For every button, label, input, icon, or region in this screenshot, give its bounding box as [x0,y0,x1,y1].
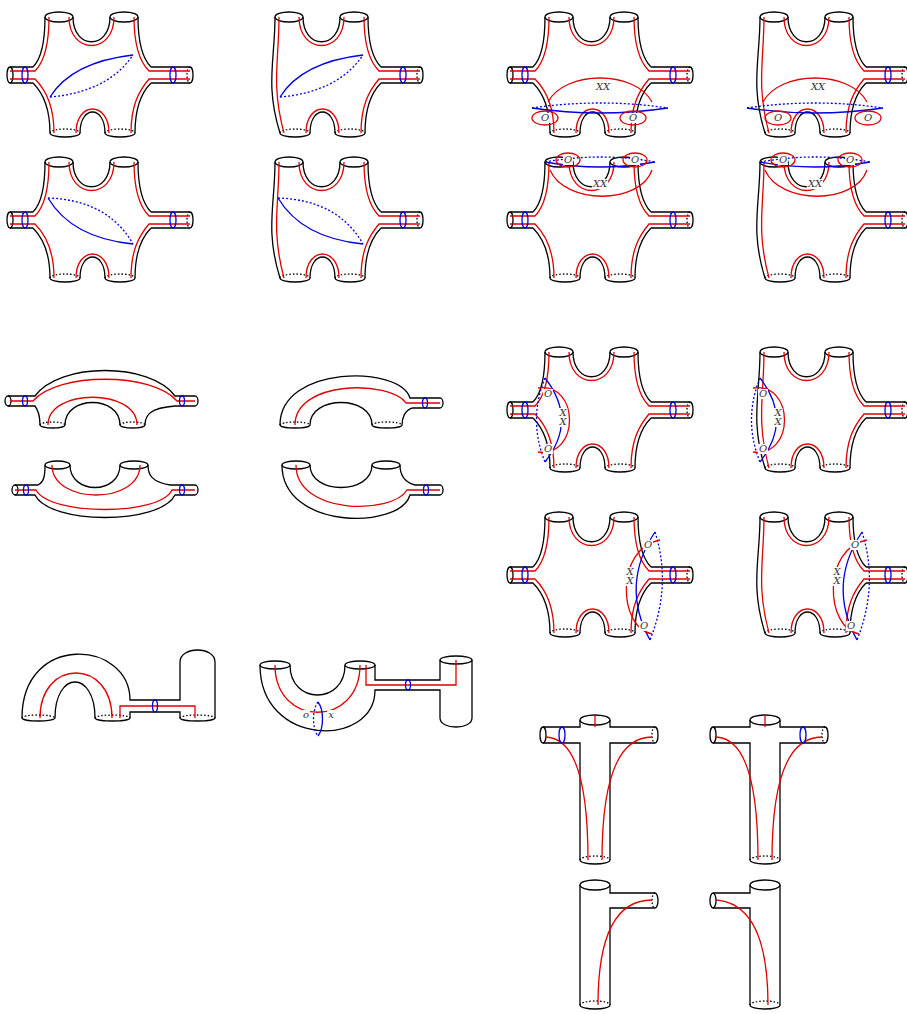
curve-label: O [850,540,860,550]
arch-surfaces [5,371,472,737]
curve-label: XX [807,179,823,189]
curve-label: o [302,710,310,720]
curve-label: O [845,155,855,165]
curve-label: O [630,155,640,165]
curve-label: O [628,113,638,123]
curve-label: O [563,155,573,165]
curve-label: O [863,113,873,123]
curve-label: X [625,576,634,586]
curve-label: O [543,444,553,454]
curve-label: X [558,417,567,427]
curve-label: O [643,540,653,550]
curve-label: XX [595,82,611,92]
curve-label: O [540,113,550,123]
curve-label: O [773,113,783,123]
curve-label: x [327,710,335,720]
pants-surfaces [7,12,907,637]
curve-label: O [758,389,768,399]
cross-surfaces [540,715,828,1009]
curve-label: O [543,389,553,399]
curve-label: O [639,621,649,631]
curve-label: XX [810,82,826,92]
curve-label: O [846,621,856,631]
curve-label: O [778,155,788,165]
separating-curves [48,55,883,640]
curve-label: X [773,417,782,427]
curve-label: XX [592,179,608,189]
curve-label: O [758,444,768,454]
curve-label: X [832,576,841,586]
